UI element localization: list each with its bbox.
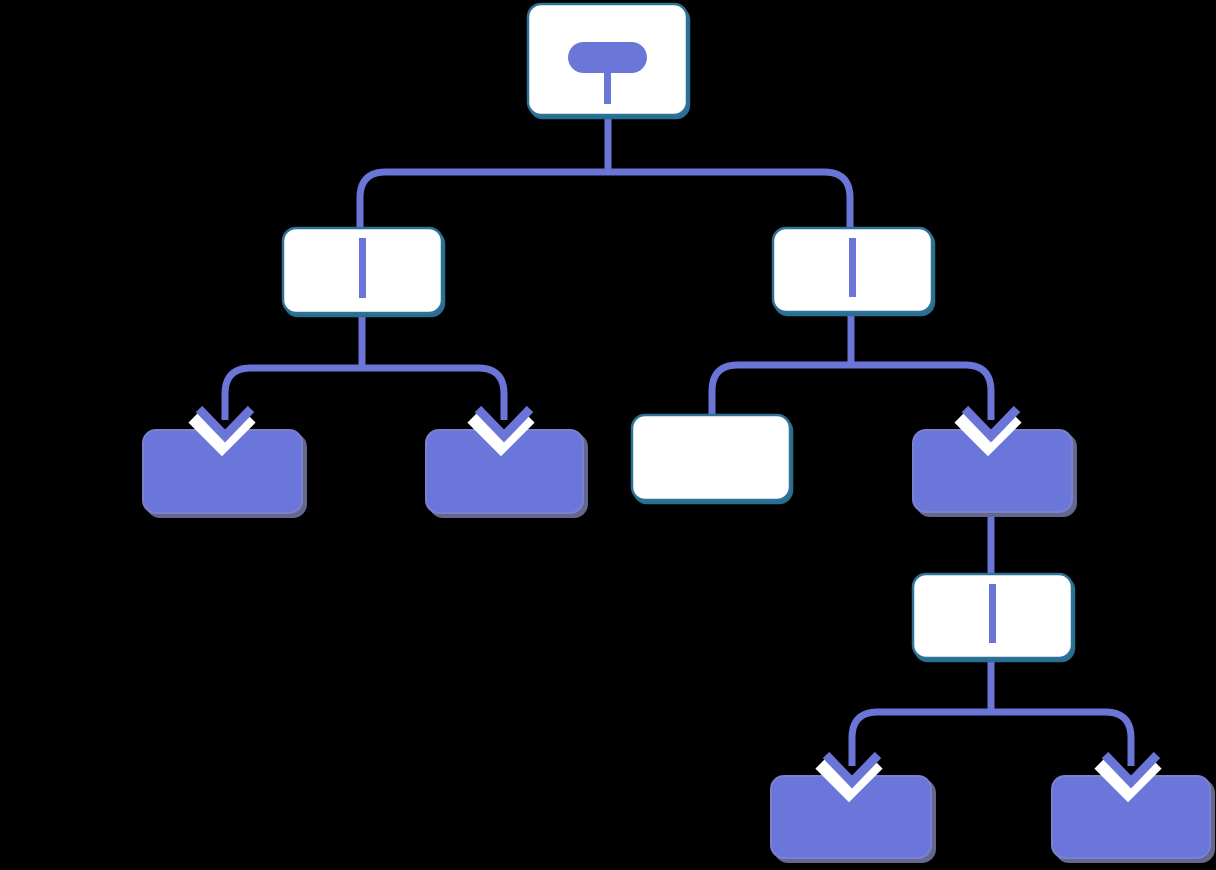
arrow-down-shadow-icon bbox=[815, 759, 883, 803]
arrow-down-shadow-icon bbox=[954, 413, 1022, 457]
connector-branch-line bbox=[708, 361, 851, 415]
arrow-down-icon bbox=[961, 405, 1021, 443]
connector-branch-line bbox=[356, 168, 608, 228]
arrow-down-shadow-icon bbox=[1094, 759, 1162, 803]
arrow-down-icon bbox=[1101, 751, 1161, 789]
root-pill-icon bbox=[568, 42, 647, 73]
arrow-down-icon bbox=[474, 405, 534, 443]
connector-branch-line bbox=[608, 168, 854, 228]
connector-branch-line bbox=[362, 364, 508, 420]
root-pill-stem-icon bbox=[604, 72, 611, 104]
arrow-down-shadow-icon bbox=[467, 413, 535, 457]
arrow-down-icon bbox=[822, 751, 882, 789]
arrow-down-shadow-icon bbox=[188, 413, 256, 457]
tree-node-blank-rl[interactable] bbox=[630, 413, 792, 502]
arrow-down-icon bbox=[195, 405, 255, 443]
connector-branch-line bbox=[851, 361, 995, 420]
connector-branch-line bbox=[991, 708, 1135, 766]
connector-branch-line bbox=[221, 364, 362, 420]
connector-branch-line bbox=[848, 708, 991, 766]
